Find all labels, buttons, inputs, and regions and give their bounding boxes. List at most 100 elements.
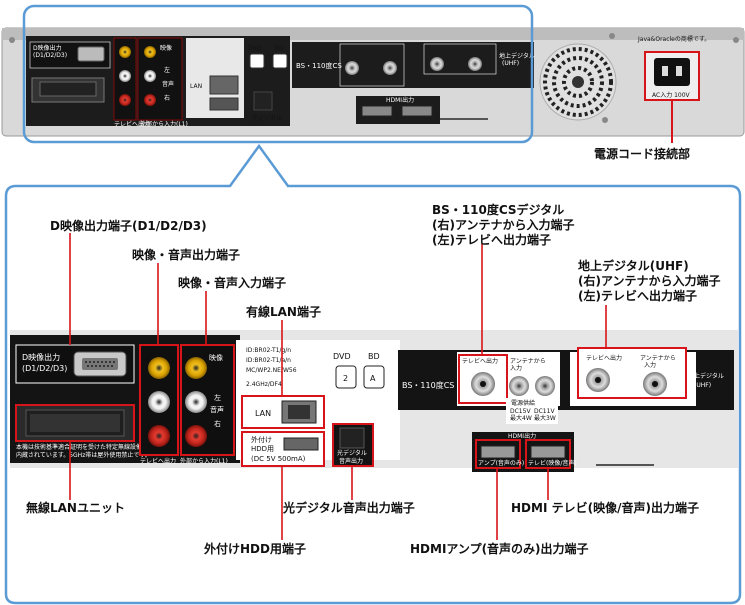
lan-port-icon — [209, 75, 239, 95]
detail-optical-label: 光デジタル音声出力 — [337, 449, 367, 465]
detail-id-label: ID:BR02-T1/g/n — [246, 347, 291, 354]
f-connector-icon — [430, 57, 444, 71]
callout-av-out: 映像・音声出力端子 — [132, 247, 240, 262]
detail-bd-label: BD — [368, 352, 380, 361]
detail-hdmi-tv: テレビ(映像/音声) — [528, 459, 577, 467]
top-bd-label: BD — [275, 45, 284, 52]
optical-port-icon — [253, 91, 273, 111]
usb-port-icon — [209, 97, 239, 111]
callout-wireless-lan: 無線LANユニット — [26, 500, 125, 515]
screw-icon — [9, 37, 15, 43]
rca-right-in-icon — [144, 94, 156, 106]
detail-dvd-label: DVD — [333, 352, 351, 361]
callout-hdmi-tv: HDMI テレビ(映像/音声)出力端子 — [511, 500, 699, 515]
detail-bs-tv-out: テレビへ出力 — [462, 357, 498, 365]
detail-uhf-antenna-in: アンテナから入力 — [640, 355, 676, 369]
callout-uhf: 地上デジタル(UHF) (右)アンテナから入力端子 (左)テレビへ出力端子 — [578, 258, 725, 303]
top-ext-in-label: 外部から入力(L1) — [140, 120, 188, 128]
top-bs-label: BS・110度CS — [296, 61, 342, 70]
top-ac-label: AC入力 100V — [652, 91, 691, 99]
detail-ext-in-label: 外部から入力(L1) — [180, 457, 228, 465]
detail-id2-label: ID:BR02-T1/a/n — [246, 357, 291, 364]
detail-panel: D映像出力(D1/D2/D3) 本機は技術基準適合証明を受けた特定無線設備が 内… — [10, 330, 738, 472]
detail-lan-label: LAN — [255, 409, 271, 418]
detail-left-label: 左 — [214, 393, 221, 402]
callout-av-in: 映像・音声入力端子 — [178, 275, 286, 290]
rca-video-out-icon — [148, 357, 170, 379]
callout-optical: 光デジタル音声出力端子 — [282, 500, 415, 515]
screw-icon — [609, 33, 615, 39]
detail-freq-label: 2.4GHz/DF4 — [246, 381, 282, 388]
detail-uhf-label: 地上デジタル(UHF) — [688, 372, 724, 389]
rca-left-in-icon — [144, 70, 156, 82]
rca-right-in-icon — [185, 425, 207, 447]
highlight-frame — [22, 4, 534, 144]
bd-region-letter: A — [370, 374, 376, 383]
rca-video-in-icon — [144, 46, 156, 58]
device-rear-panel: D映像出力(D1/D2/D3) 映像 左 音声 右 テレビへ出力 外部から入力(… — [1, 27, 745, 137]
detail-tv-out-label: テレビへ出力 — [140, 457, 176, 465]
screw-icon — [602, 117, 608, 123]
top-d-out-label: D映像出力(D1/D2/D3) — [33, 44, 67, 59]
detail-uhf-tv-out: テレビへ出力 — [586, 354, 622, 362]
rca-left-out-icon — [148, 391, 170, 413]
detail-ac-label: MC/WP2.NE/W56 — [246, 367, 297, 374]
detail-audio-label: 音声 — [210, 405, 224, 414]
callout-d-terminal: D映像出力端子(D1/D2/D3) — [50, 218, 207, 233]
rca-right-out-icon — [148, 425, 170, 447]
wireless-lan-icon — [39, 81, 97, 97]
top-optical-label: 光デジタル — [252, 114, 282, 122]
detail-bs-power-label: 電源供給 — [511, 399, 535, 407]
f-connector-icon — [535, 376, 555, 396]
callout-lan: 有線LAN端子 — [246, 304, 321, 319]
callout-ext-hdd: 外付けHDD用端子 — [204, 541, 306, 556]
rca-video-out-icon — [119, 46, 131, 58]
callout-power-cord: 電源コード接続部 — [594, 146, 690, 161]
callout-leaders — [69, 233, 607, 540]
top-audio-label: 音声 — [162, 80, 174, 88]
top-hdmi-label: HDMI出力 — [386, 96, 414, 104]
bd-region-icon — [363, 365, 385, 389]
detail-bs-antenna-in: アンテナから入力 — [510, 358, 546, 372]
f-connector-icon — [345, 61, 359, 75]
d-terminal-icon — [77, 46, 105, 62]
detail-d-out-label: D映像出力(D1/D2/D3) — [22, 352, 67, 373]
rca-left-out-icon — [119, 70, 131, 82]
hdmi-port-icon — [530, 445, 566, 459]
top-dvd-label: DVD — [248, 45, 262, 52]
top-video-label: 映像 — [160, 44, 172, 52]
top-tv-out-label: テレビへ出力 — [114, 120, 150, 128]
detail-right-label: 右 — [214, 419, 221, 428]
dvd-region-icon — [249, 53, 265, 69]
dvd-region-number: 2 — [343, 374, 348, 383]
ac-inlet-icon — [654, 58, 690, 86]
top-java-label: Java&Oracleの商標です。 — [637, 35, 710, 43]
rca-video-in-icon — [185, 357, 207, 379]
hdmi-port-icon — [480, 445, 516, 459]
f-connector-icon — [383, 61, 397, 75]
callout-hdmi-amp: HDMIアンプ(音声のみ)出力端子 — [410, 541, 589, 556]
detail-hdmi-amp: アンプ(音声のみ) — [478, 459, 524, 467]
detail-hdmi-label: HDMI出力 — [508, 432, 536, 440]
callout-bs-cs: BS・110度CSデジタル (右)アンテナから入力端子 (左)テレビへ出力端子 — [432, 202, 579, 247]
screw-icon — [733, 37, 739, 43]
top-uhf-label: 地上デジタル(UHF) — [499, 52, 535, 67]
top-right-label: 右 — [164, 94, 170, 102]
dvd-region-icon — [335, 365, 357, 389]
detail-bs-label: BS・110度CS — [402, 380, 454, 390]
bd-region-icon — [272, 53, 288, 69]
rca-left-in-icon — [185, 391, 207, 413]
optical-port-icon — [339, 427, 365, 449]
detail-note-1: 本機は技術基準適合証明を受けた特定無線設備が — [16, 443, 148, 451]
top-left-label: 左 — [164, 66, 170, 74]
hdmi-port-icon — [401, 105, 433, 117]
usb-port-icon — [283, 437, 319, 451]
top-lan-label: LAN — [190, 83, 202, 90]
f-connector-icon — [509, 376, 529, 396]
f-connector-icon — [468, 57, 482, 71]
hdmi-port-icon — [361, 105, 393, 117]
detail-video-label: 映像 — [209, 353, 223, 362]
